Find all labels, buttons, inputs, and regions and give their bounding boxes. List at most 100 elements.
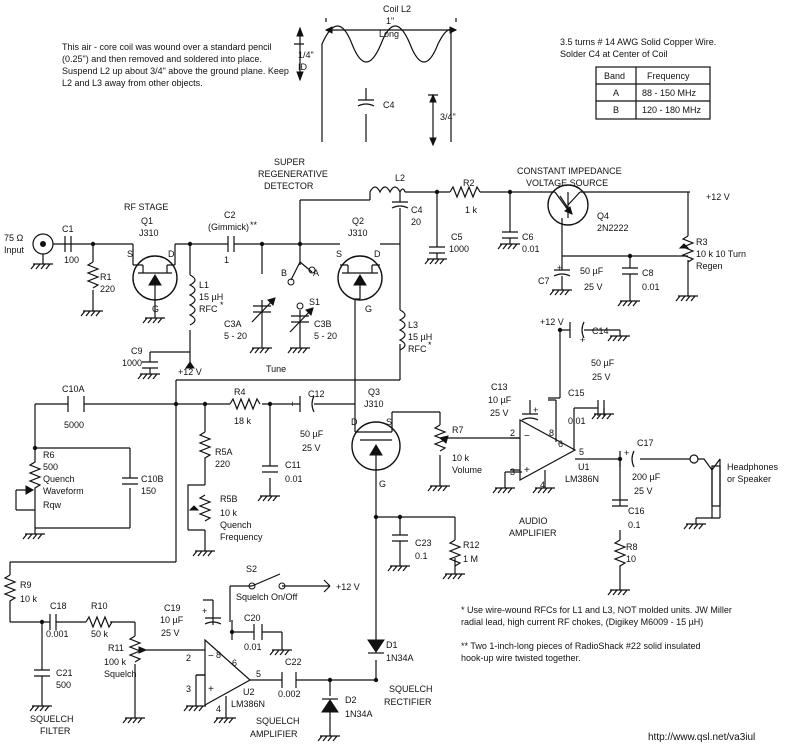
c1-label: C1 [62, 224, 74, 234]
coil-spec-line-1: 3.5 turns # 14 AWG Solid Copper Wire. [560, 37, 716, 47]
l3-value: 15 µH [408, 332, 432, 342]
coil-note-line-1: This air - core coil was wound over a st… [62, 42, 272, 52]
c16-label: C16 [628, 506, 645, 516]
c20-label: C20 [244, 613, 261, 623]
c13-label: C13 [491, 382, 508, 392]
u2-pin-8: 8 [216, 650, 221, 660]
c16-symbol [612, 499, 628, 507]
r5a-symbol [198, 431, 212, 470]
r3-value: 10 k 10 Turn [696, 249, 746, 259]
r7-value: 10 k [452, 453, 470, 463]
c23-value: 0.1 [415, 551, 428, 561]
u2-pin-5: 5 [256, 669, 261, 679]
c19-voltage: 25 V [161, 628, 180, 638]
l1-label: L1 [199, 280, 209, 290]
r11-name: Squelch [104, 669, 137, 679]
r6-symbol [28, 448, 42, 510]
r5a-label: R5A [215, 447, 233, 457]
r5b-value: 10 k [220, 508, 238, 518]
r4-value: 18 k [234, 416, 252, 426]
cis-label-1: CONSTANT IMPEDANCE [517, 166, 622, 176]
c20-symbol [253, 624, 263, 640]
q2-jfet [337, 255, 383, 301]
detector-label-3: DETECTOR [264, 181, 314, 191]
c7-symbol [553, 269, 571, 284]
c3b-value: 5 - 20 [314, 331, 337, 341]
c12-voltage: 25 V [302, 443, 321, 453]
c19-plus: + [202, 606, 207, 616]
footnotes: * Use wire-wound RFCs for L1 and L3, NOT… [461, 605, 732, 663]
band-table-cell: 88 - 150 MHz [642, 88, 697, 98]
c10b-value: 150 [141, 486, 156, 496]
c14-voltage: 25 V [592, 372, 611, 382]
input-jack [30, 233, 54, 270]
r6-name-2: Waveform [43, 486, 84, 496]
coil-detail: Coil L2 1" Long C4 1/4" ID 3/4" This air… [62, 4, 716, 147]
c7-label: C7 [538, 276, 550, 286]
r3-name: Regen [696, 261, 723, 271]
u1-pin-8: 8 [549, 428, 554, 438]
r5b-name-2: Frequency [220, 532, 263, 542]
coil-length-label: Long [379, 29, 399, 39]
band-table-header-frequency: Frequency [647, 71, 690, 81]
r5b-label: R5B [220, 494, 238, 504]
c19-label: C19 [164, 603, 181, 613]
c22-value: 0.002 [278, 689, 301, 699]
c9-label: C9 [131, 346, 143, 356]
c10a-label: C10A [62, 384, 85, 394]
squelch-filter-label-2: FILTER [40, 726, 71, 736]
coil-height: 3/4" [440, 112, 456, 122]
squelch-rectifier-label-1: SQUELCH [389, 684, 433, 694]
q2-label: Q2 [352, 216, 364, 226]
c1-value: 100 [64, 255, 79, 265]
d1-type: 1N34A [386, 653, 414, 663]
r1-value: 220 [100, 284, 115, 294]
note-1-line-1: * Use wire-wound RFCs for L1 and L3, NOT… [461, 605, 732, 615]
q1-type: J310 [139, 228, 159, 238]
q1-source-label: S [127, 249, 133, 259]
l1-symbol [188, 274, 196, 326]
c8-value: 0.01 [642, 282, 660, 292]
input-label-1: 75 Ω [4, 233, 24, 243]
q1-jfet [132, 255, 178, 301]
r8-value: 10 [626, 554, 636, 564]
c7-value: 50 µF [580, 266, 604, 276]
coil-id-label: ID [298, 62, 308, 72]
squelch-amp-label-1: SQUELCH [256, 716, 300, 726]
d2-label: D2 [345, 695, 357, 705]
u1-supply-label: +12 V [540, 317, 564, 327]
c2-value: (Gimmick) [208, 222, 249, 232]
r4-symbol [229, 397, 261, 411]
s1-b-label: B [281, 268, 287, 278]
note-1-line-2: radial lead, high current RF chokes, (Di… [461, 617, 703, 627]
detector-label-2: REGENERATIVE [258, 169, 328, 179]
c17-voltage: 25 V [634, 486, 653, 496]
band-table-cell: B [613, 105, 619, 115]
r7-name: Volume [452, 465, 482, 475]
r11-symbol [128, 635, 142, 663]
u2-noninverting: + [208, 684, 214, 695]
c13-value: 10 µF [488, 395, 512, 405]
l2-symbol [369, 186, 406, 200]
c5-symbol [429, 246, 445, 254]
components [3, 184, 721, 742]
l3-rfc: RFC [408, 344, 427, 354]
r3-symbol [681, 235, 695, 263]
c3a-label: C3A [224, 319, 242, 329]
c14-symbol [569, 321, 590, 339]
u1-pin-4: 4 [540, 480, 545, 490]
c17-plus: + [624, 448, 629, 458]
u2-label: U2 [243, 687, 255, 697]
c23-label: C23 [415, 538, 432, 548]
q3-drain-label: D [351, 417, 358, 427]
q3-jfet [351, 420, 401, 471]
d1-label: D1 [386, 640, 398, 650]
r6-name-1: Quench [43, 474, 75, 484]
c18-value: 0.001 [46, 629, 69, 639]
c10b-symbol [122, 477, 138, 485]
tune-label: Tune [266, 364, 286, 374]
headphone-jack [683, 458, 721, 530]
q1-drain-label: D [168, 249, 175, 259]
c2-one: 1 [224, 255, 229, 265]
c2-label: C2 [224, 210, 236, 220]
